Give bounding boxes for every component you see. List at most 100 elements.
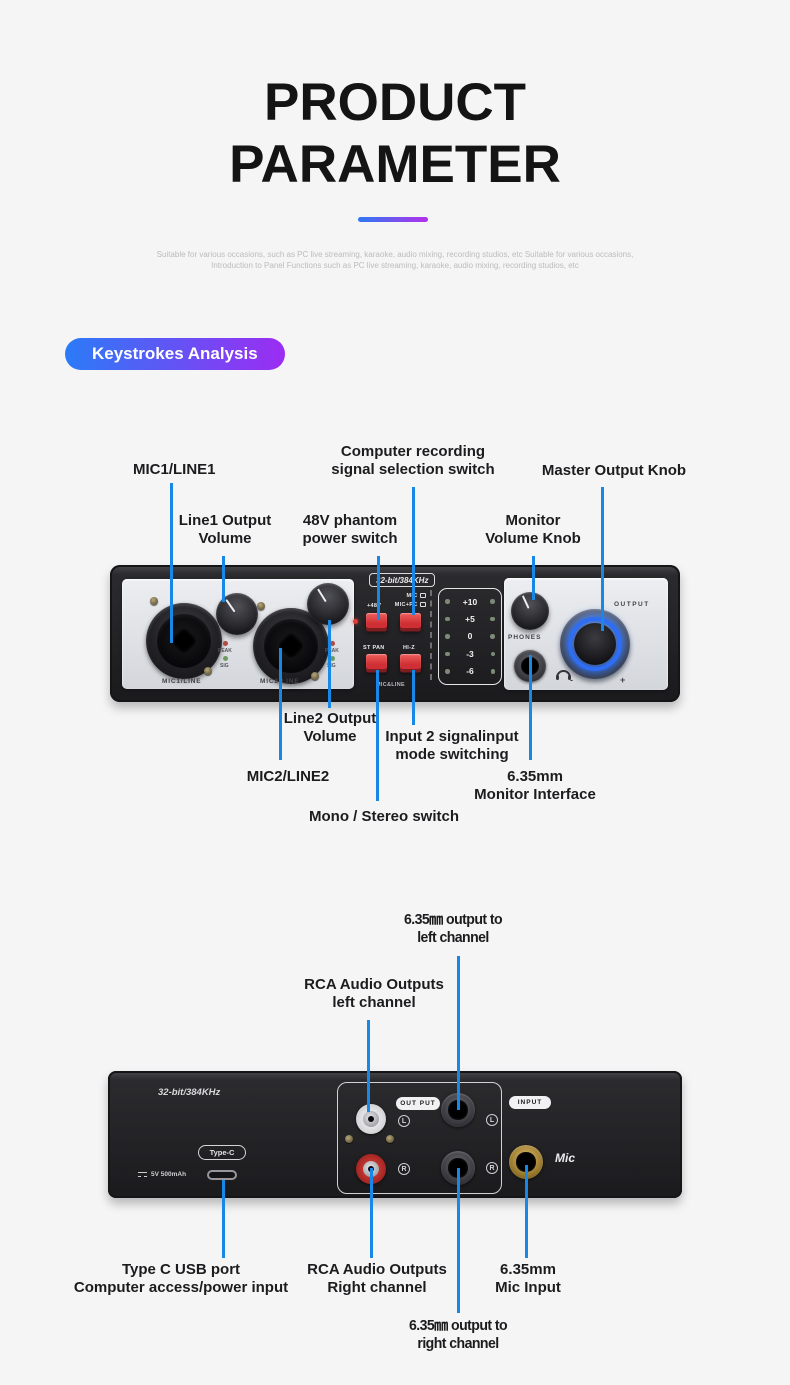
right-letter: R — [401, 1165, 407, 1173]
title-line1: PRODUCT — [263, 73, 527, 132]
headphone-icon — [555, 670, 572, 680]
mic-pc-select-button — [400, 613, 421, 628]
jack1-label: MIC1/LINE — [162, 678, 202, 685]
meter-led — [445, 651, 450, 657]
callout-line-mic-input — [525, 1165, 528, 1258]
left-channel-mark: L — [398, 1115, 410, 1127]
power-spec: 5V 500mAh — [138, 1171, 186, 1178]
right-channel-mark-trs: R — [486, 1162, 498, 1174]
mic-row-label: MIC — [398, 592, 426, 599]
hi-z-label: HI-Z — [403, 645, 415, 651]
dashed-separator — [430, 590, 432, 680]
type-c-badge: Type-C — [198, 1145, 246, 1160]
callout-line-out-right — [457, 1168, 460, 1313]
st-pan-label: ST PAN — [363, 645, 385, 651]
knob-indicator — [225, 598, 236, 613]
peak-led-2 — [330, 641, 335, 646]
sig-led-2 — [330, 656, 335, 661]
meter-row: -6 — [445, 666, 495, 676]
meter-value: +5 — [465, 614, 475, 625]
callout-line1-output-volume: Line1 Output Volume — [178, 512, 272, 547]
mic-jack-label: Mic — [555, 1151, 576, 1165]
meter-row: +5 — [445, 614, 495, 624]
screw-icon — [345, 1135, 353, 1143]
knob-glow-ring — [568, 617, 622, 671]
level-meter: +10 +5 0 -3 -6 — [438, 588, 502, 685]
knob-cap — [574, 623, 616, 665]
callout-mic-input: 6.35mm Mic Input — [495, 1261, 561, 1296]
sig-label-1: SIG — [220, 663, 229, 669]
meter-led — [490, 599, 495, 604]
hi-z-button — [400, 654, 421, 669]
callout-line-mono-stereo — [376, 670, 379, 801]
input-badge: INPUT — [509, 1096, 551, 1109]
front-samplerate-badge: 32-bit/384KHz — [369, 573, 436, 587]
callout-rca-left: RCA Audio Outputs left channel — [304, 976, 444, 1011]
callout-635-out-right: 6.35㎜ output to right channel — [408, 1317, 508, 1352]
left-letter: L — [401, 1117, 407, 1125]
mic-row-text: MIC — [407, 593, 418, 599]
meter-led — [490, 616, 495, 622]
meter-led — [445, 634, 450, 639]
output-group-badge: OUT PUT — [396, 1097, 440, 1110]
callout-line-line2-volume — [328, 620, 331, 708]
btn-48v-label: +48V — [367, 603, 382, 609]
sig-led-1 — [223, 656, 228, 661]
mic-line-label: MIC&LINE — [376, 682, 405, 688]
right-letter: R — [489, 1164, 495, 1172]
callout-line-mic1 — [170, 483, 173, 643]
callout-mic1-line1: MIC1/LINE1 — [133, 461, 216, 478]
rca-jack-left — [356, 1104, 386, 1134]
peak-label-2: PEAK — [325, 648, 339, 654]
monitor-icon — [420, 601, 426, 607]
screw-icon — [150, 597, 158, 605]
meter-led — [490, 651, 495, 657]
combo-jack-1 — [146, 603, 222, 679]
output-group-box: OUT PUT L L R R — [337, 1082, 502, 1194]
callout-monitor-volume-knob: Monitor Volume Knob — [485, 512, 581, 547]
mic-pc-row-text: MIC+PC — [394, 602, 418, 608]
callout-line-mic2 — [279, 648, 282, 760]
callout-line-rca-left — [367, 1020, 370, 1112]
callout-mono-stereo: Mono / Stereo switch — [308, 808, 460, 825]
meter-row: +10 — [445, 597, 495, 607]
meter-led — [445, 669, 450, 674]
audio-interface-back-panel: 32-bit/384KHz Type-C 5V 500mAh OUT PUT L… — [108, 1071, 682, 1198]
sig-label-2: SIG — [327, 663, 336, 669]
meter-value: +10 — [462, 596, 478, 607]
peak-led-1 — [223, 641, 228, 646]
meter-led — [445, 599, 450, 604]
title-line2: PARAMETER — [229, 135, 561, 194]
callout-48v-phantom: 48V phantom power switch — [302, 512, 398, 547]
callout-line-computer — [412, 487, 415, 615]
callout-monitor-interface: 6.35mm Monitor Interface — [474, 768, 596, 803]
phantom-power-button — [366, 613, 387, 628]
callout-type-c: Type C USB port Computer access/power in… — [73, 1261, 289, 1296]
output-plus: + — [620, 675, 627, 685]
left-letter: L — [489, 1116, 495, 1124]
right-channel-mark: R — [398, 1163, 410, 1175]
callout-computer-recording: Computer recording signal selection swit… — [331, 443, 495, 478]
screw-icon — [311, 672, 319, 680]
output-minus: - — [570, 675, 574, 685]
callout-line-rca-right — [370, 1168, 373, 1258]
line2-volume-knob — [307, 583, 349, 625]
screw-icon — [204, 667, 212, 675]
callout-line-input2 — [412, 670, 415, 725]
callout-master-output-knob: Master Output Knob — [541, 462, 687, 479]
callout-mic2-line2: MIC2/LINE2 — [246, 768, 330, 785]
dc-power-icon — [138, 1172, 147, 1177]
meter-value: 0 — [467, 631, 473, 642]
callout-635-out-left: 6.35㎜ output to left channel — [403, 911, 503, 946]
callout-line-monitor-knob — [532, 556, 535, 600]
power-led — [353, 619, 358, 624]
section-badge-label: Keystrokes Analysis — [92, 344, 258, 363]
description-text: Suitable for various occasions, such as … — [156, 250, 634, 270]
st-pan-button — [366, 654, 387, 669]
output-label: OUTPUT — [614, 601, 650, 608]
mic-pc-row-label: MIC+PC — [390, 601, 426, 608]
usb-c-port — [207, 1170, 237, 1180]
power-spec-text: 5V 500mAh — [151, 1171, 187, 1178]
